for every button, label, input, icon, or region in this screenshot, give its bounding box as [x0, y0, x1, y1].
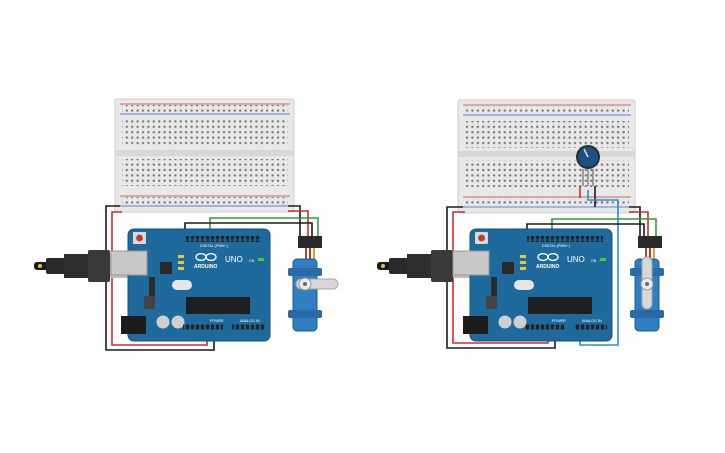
breadboard[interactable]	[114, 98, 295, 213]
wire-gnd	[446, 206, 556, 349]
on-led-label: ON	[249, 259, 255, 263]
wire-servo-vcc	[288, 210, 309, 240]
model-label: UNO	[225, 255, 243, 264]
analog-header-label: ANALOG IN	[582, 319, 602, 323]
servo[interactable]	[288, 236, 339, 332]
digital-header-label: DIGITAL (PWM~)	[200, 244, 228, 248]
arduino-logo	[195, 252, 217, 262]
circuit-right: DIGITAL (PWM~) ARDUINO UNO ON POWER	[377, 99, 664, 349]
on-led-label: ON	[591, 259, 597, 263]
wire-servo-gnd	[288, 205, 301, 240]
power-header-label: POWER	[552, 319, 566, 323]
servo[interactable]	[630, 236, 664, 332]
wire-gnd	[105, 205, 215, 351]
digital-header-label: DIGITAL (PWM~)	[542, 244, 570, 248]
arduino-logo-text: ARDUINO	[536, 264, 559, 270]
arduino-uno[interactable]: DIGITAL (PWM~) ARDUINO UNO ON POWER	[110, 228, 271, 342]
wire-signal	[551, 218, 657, 240]
power-header-label: POWER	[210, 319, 224, 323]
arduino-logo	[537, 252, 559, 262]
arduino-uno[interactable]: DIGITAL (PWM~) ARDUINO UNO ON POWER	[452, 228, 613, 342]
arduino-logo-text: ARDUINO	[194, 264, 217, 270]
model-label: UNO	[567, 255, 585, 264]
wire-servo-gnd	[629, 206, 641, 240]
potentiometer[interactable]	[576, 145, 600, 186]
analog-header-label: ANALOG IN	[240, 319, 260, 323]
wire-servo-vcc	[629, 211, 649, 240]
circuit-left: DIGITAL (PWM~) ARDUINO UNO ON POWER	[34, 98, 339, 351]
wire-signal	[209, 217, 319, 240]
breadboard[interactable]	[457, 99, 636, 214]
wire-pot-signal	[579, 190, 619, 346]
